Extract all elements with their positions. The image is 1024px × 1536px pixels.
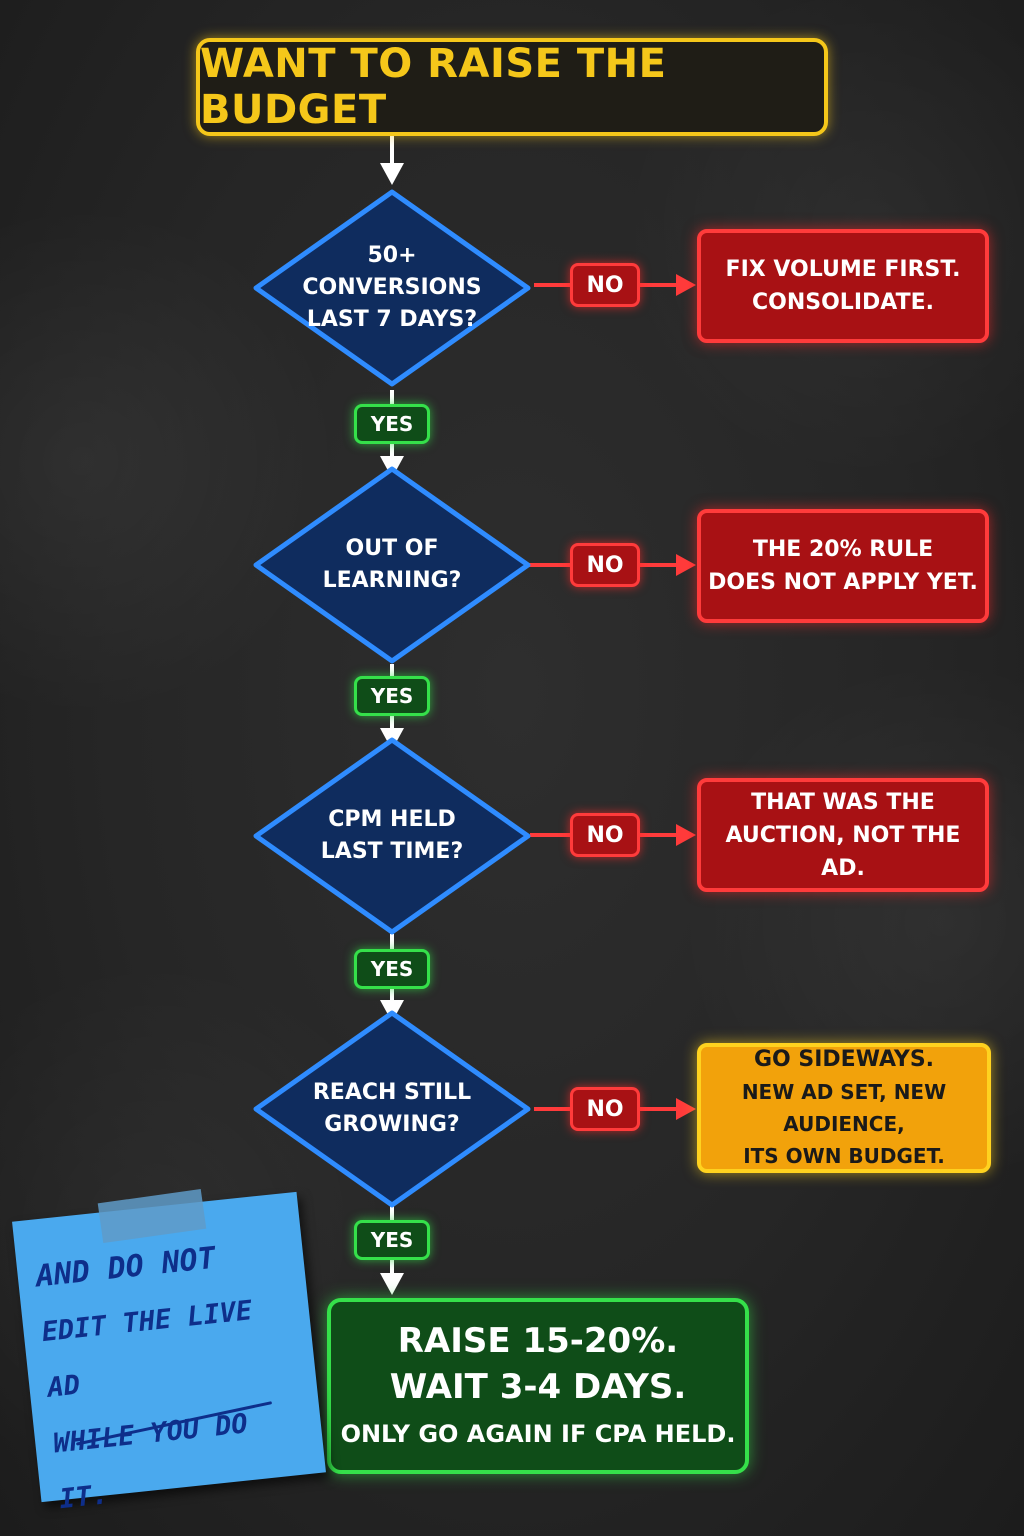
decision-1-shape	[253, 189, 531, 387]
outcome-3-line-1: THAT WAS THE	[751, 789, 935, 815]
outcome-1-line-1: FIX VOLUME FIRST.	[725, 257, 961, 282]
yes-label-3: YES	[354, 949, 430, 989]
decision-4: REACH STILL GROWING?	[252, 1009, 532, 1209]
no-label-4: NO	[570, 1087, 640, 1131]
outcome-4-line-2: NEW AD SET, NEW AUDIENCE,	[741, 1080, 947, 1136]
arrowhead-no2	[676, 554, 696, 576]
decision-4-line-2: GROWING?	[324, 1112, 460, 1137]
outcome-2-line-1: THE 20% RULE	[752, 537, 934, 562]
decision-4-shape	[253, 1010, 531, 1208]
decision-4-question: REACH STILL GROWING?	[292, 1009, 492, 1209]
decision-1: 50+ CONVERSIONS LAST 7 DAYS?	[252, 188, 532, 388]
decision-3-line-2: LAST TIME?	[320, 839, 464, 864]
decision-2-question: OUT OF LEARNING?	[292, 465, 492, 665]
sticky-note-text: AND DO NOT EDIT THE LIVE AD WHILE YOU DO…	[33, 1224, 311, 1529]
decision-2-line-1: OUT OF	[345, 536, 439, 561]
outcome-4-line-1: GO SIDEWAYS.	[753, 1047, 935, 1072]
sticky-note: AND DO NOT EDIT THE LIVE AD WHILE YOU DO…	[12, 1191, 326, 1515]
arrowhead-no3	[676, 824, 696, 846]
decision-1-line-1: 50+	[367, 243, 417, 268]
final-outcome-box: RAISE 15-20%. WAIT 3-4 DAYS. ONLY GO AGA…	[327, 1298, 749, 1474]
decision-2-shape	[253, 466, 531, 664]
final-line-2: WAIT 3-4 DAYS.	[389, 1367, 687, 1407]
yes-label-4: YES	[354, 1220, 430, 1260]
yes-label-1: YES	[354, 404, 430, 444]
outcome-20-rule: THE 20% RULE DOES NOT APPLY YET.	[697, 509, 989, 623]
outcome-4-line-3: ITS OWN BUDGET.	[743, 1144, 945, 1168]
decision-1-line-2: CONVERSIONS	[302, 275, 482, 300]
outcome-1-line-2: CONSOLIDATE.	[752, 290, 934, 315]
decision-1-question: 50+ CONVERSIONS LAST 7 DAYS?	[292, 188, 492, 388]
decision-1-line-3: LAST 7 DAYS?	[306, 307, 478, 332]
outcome-2-line-2: DOES NOT APPLY YET.	[708, 570, 978, 595]
arrowhead-no1	[676, 274, 696, 296]
decision-2: OUT OF LEARNING?	[252, 465, 532, 665]
arrowhead-yes4-to-final	[380, 1273, 404, 1295]
outcome-go-sideways: GO SIDEWAYS. NEW AD SET, NEW AUDIENCE, I…	[697, 1043, 991, 1173]
no-label-3: NO	[570, 813, 640, 857]
decision-4-line-1: REACH STILL	[312, 1080, 472, 1105]
arrowhead-no4	[676, 1098, 696, 1120]
outcome-fix-volume: FIX VOLUME FIRST. CONSOLIDATE.	[697, 229, 989, 343]
decision-2-line-2: LEARNING?	[322, 568, 462, 593]
decision-3-question: CPM HELD LAST TIME?	[292, 736, 492, 936]
decision-3-line-1: CPM HELD	[328, 807, 456, 832]
yes-label-2: YES	[354, 676, 430, 716]
start-title: WANT TO RAISE THE BUDGET	[200, 41, 667, 133]
no-label-1: NO	[570, 263, 640, 307]
final-line-1: RAISE 15-20%.	[397, 1321, 679, 1361]
outcome-3-line-2: AUCTION, NOT THE AD.	[725, 822, 961, 881]
decision-3-shape	[253, 737, 531, 935]
arrowhead-title-to-d1	[380, 163, 404, 185]
no-label-2: NO	[570, 543, 640, 587]
final-line-3: ONLY GO AGAIN IF CPA HELD.	[340, 1420, 736, 1448]
decision-3: CPM HELD LAST TIME?	[252, 736, 532, 936]
outcome-auction: THAT WAS THE AUCTION, NOT THE AD.	[697, 778, 989, 892]
start-box: WANT TO RAISE THE BUDGET	[196, 38, 828, 136]
